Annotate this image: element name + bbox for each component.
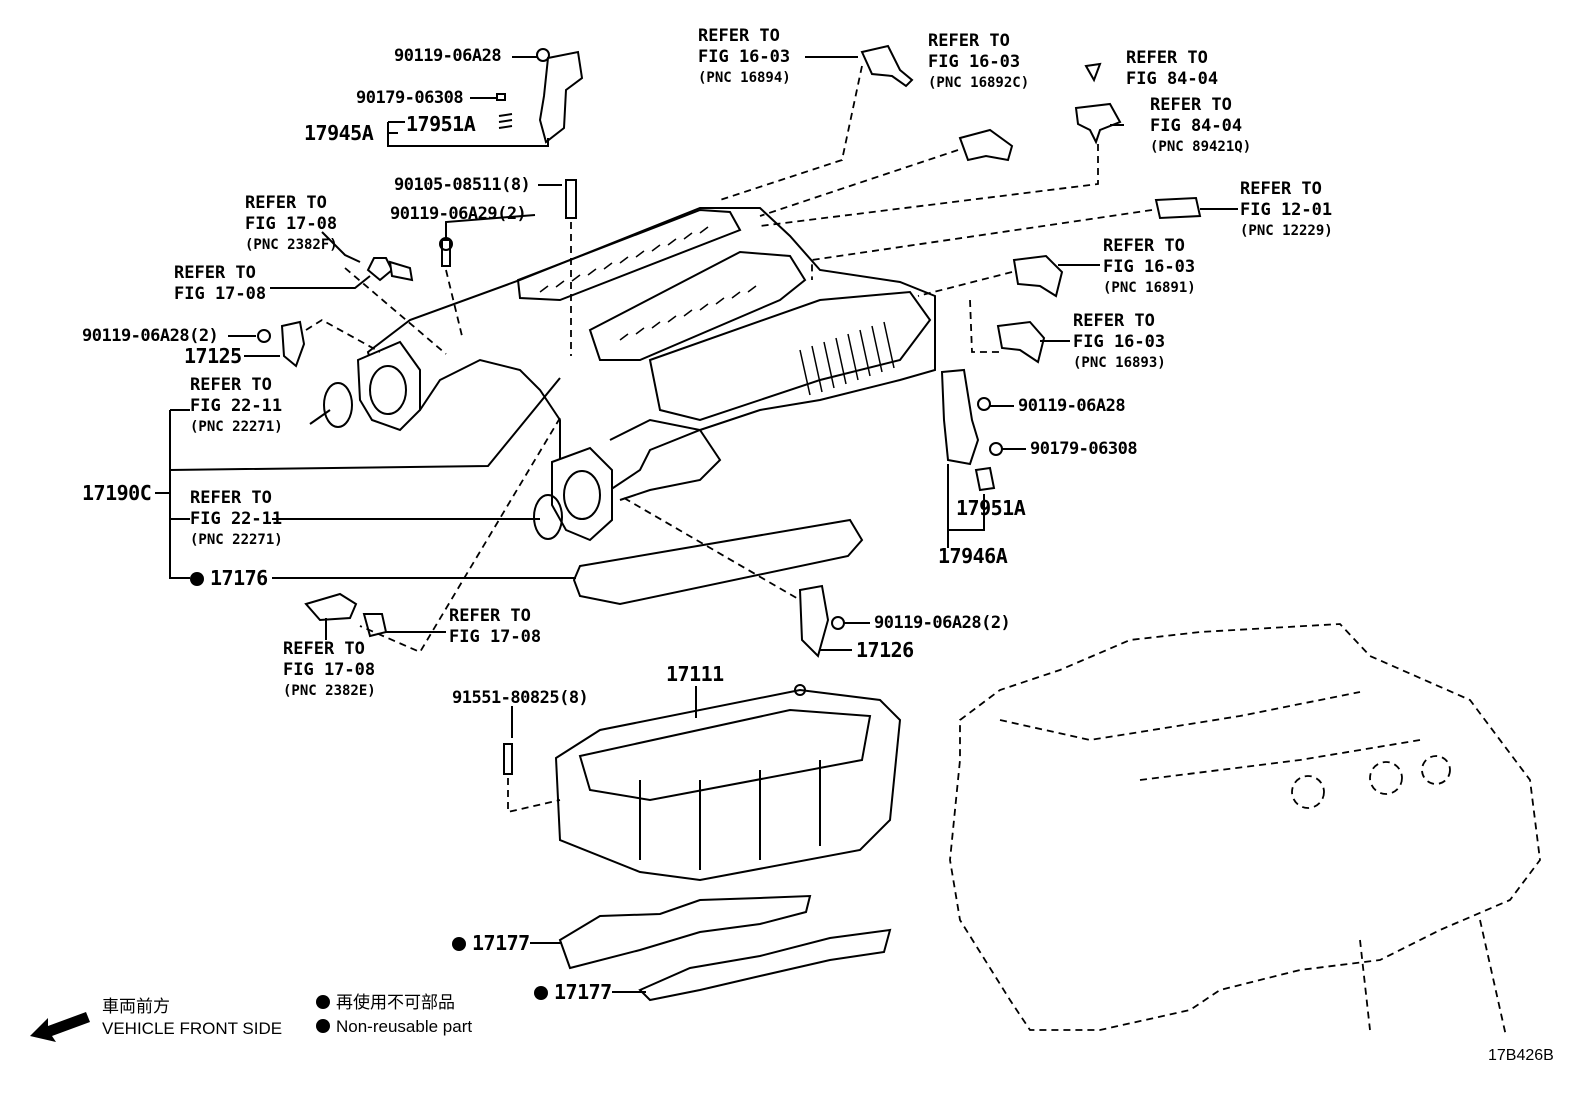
part-label: 17945A: [304, 121, 374, 145]
refer-line: REFER TO: [245, 193, 327, 213]
legend-dot-icon: [316, 995, 330, 1009]
refer-to-note: REFER TO FIG 16-03 (PNC 16894): [698, 26, 791, 89]
refer-line: REFER TO: [1150, 95, 1232, 115]
bracket-17126: [798, 584, 830, 658]
part-number: 17177: [472, 931, 530, 955]
refer-line: REFER TO: [283, 639, 365, 659]
part-label: 91551-80825(8): [452, 688, 589, 708]
refer-pnc: (PNC 16892C): [928, 75, 1030, 91]
engine-block-outline: [949, 623, 1541, 1031]
hose-and-clamp: [304, 592, 358, 622]
part-label: 90179-06308: [356, 88, 464, 108]
nonreusable-dot-icon: [534, 986, 548, 1000]
legend-nonreusable: Non-reusable part: [316, 1018, 472, 1035]
part-label: 90179-06308: [1030, 439, 1138, 459]
part-label: 90119-06A28(2): [82, 326, 219, 346]
refer-line: REFER TO: [449, 606, 531, 626]
part-number: 17177: [554, 980, 612, 1004]
refer-pnc: (PNC 16893): [1073, 355, 1166, 371]
nonreusable-dot-icon: [452, 937, 466, 951]
refer-to-note: REFER TO FIG 12-01 (PNC 12229): [1240, 179, 1333, 242]
refer-line: REFER TO: [1126, 48, 1208, 68]
intake-manifold-assembly-17190C: [323, 207, 936, 542]
front-side-label: VEHICLE FRONT SIDE: [102, 1019, 283, 1038]
sensor-parts: [860, 44, 1202, 364]
refer-line: REFER TO: [1240, 179, 1322, 199]
refer-to-note: REFER TO FIG 16-03 (PNC 16891): [1103, 236, 1196, 299]
refer-to-note: REFER TO FIG 22-11 (PNC 22271): [190, 488, 283, 551]
part-label: 90119-06A28: [1018, 396, 1126, 416]
legend-text: Non-reusable part: [336, 1017, 473, 1036]
gasket-17176: [572, 518, 864, 606]
refer-pnc: (PNC 2382E): [283, 683, 376, 699]
refer-to-note: REFER TO FIG 17-08: [174, 263, 266, 305]
legend-dot-icon: [316, 1019, 330, 1033]
refer-fig: FIG 16-03: [1103, 257, 1196, 277]
refer-to-note: REFER TO FIG 84-04: [1126, 48, 1218, 90]
intake-manifold-17111: [503, 684, 902, 882]
refer-to-note: REFER TO FIG 16-03 (PNC 16892C): [928, 31, 1029, 94]
front-arrow-icon: [30, 1012, 90, 1042]
refer-fig: FIG 22-11: [190, 509, 283, 529]
refer-fig: FIG 84-04: [1150, 116, 1243, 136]
part-label: 17951A: [956, 496, 1026, 520]
part-label-nonreusable: 17177: [534, 982, 612, 1002]
front-side-label-jp: 車両前方: [102, 997, 170, 1016]
refer-pnc: (PNC 12229): [1240, 223, 1333, 239]
refer-line: REFER TO: [174, 263, 256, 283]
gasket-17177-b: [638, 928, 892, 1002]
part-label: 17125: [184, 344, 242, 368]
refer-fig: FIG 12-01: [1240, 200, 1333, 220]
nonreusable-dot-icon: [190, 572, 204, 586]
bolts-and-clamps: [257, 179, 577, 368]
refer-line: REFER TO: [1103, 236, 1185, 256]
part-label: 90105-08511(8): [394, 175, 531, 195]
refer-fig: FIG 16-03: [1073, 332, 1166, 352]
refer-to-note: REFER TO FIG 16-03 (PNC 16893): [1073, 311, 1166, 374]
part-label-nonreusable: 17177: [452, 933, 530, 953]
part-label: 17946A: [938, 544, 1008, 568]
part-label-nonreusable: 17176: [190, 568, 268, 588]
diagram-id: 17B426B: [1488, 1047, 1554, 1064]
refer-fig: FIG 16-03: [698, 47, 791, 67]
refer-pnc: (PNC 16891): [1103, 280, 1196, 296]
refer-line: REFER TO: [190, 488, 272, 508]
gasket-17177-a: [558, 894, 812, 970]
refer-pnc: (PNC 22271): [190, 419, 283, 435]
refer-to-note: REFER TO FIG 22-11 (PNC 22271): [190, 375, 283, 438]
legend-text: 再使用不可部品: [336, 993, 455, 1012]
bracket-17945A: [496, 48, 584, 144]
refer-fig: FIG 22-11: [190, 396, 283, 416]
refer-fig: FIG 17-08: [449, 627, 542, 647]
refer-fig: FIG 17-08: [174, 284, 267, 304]
refer-fig: FIG 17-08: [283, 660, 376, 680]
refer-pnc: (PNC 2382F): [245, 237, 338, 253]
refer-to-note: REFER TO FIG 17-08 (PNC 2382E): [283, 639, 376, 702]
part-label: 90119-06A29(2): [390, 204, 527, 224]
bracket-17946A: [940, 368, 1003, 492]
part-label: 17190C: [82, 481, 152, 505]
part-label: 17951A: [406, 112, 476, 136]
refer-fig: FIG 84-04: [1126, 69, 1219, 89]
part-number: 17176: [210, 566, 268, 590]
part-label: 90119-06A28(2): [874, 613, 1011, 633]
refer-to-note: REFER TO FIG 84-04 (PNC 89421Q): [1150, 95, 1251, 158]
refer-fig: FIG 17-08: [245, 214, 338, 234]
legend-nonreusable-jp: 再使用不可部品: [316, 994, 455, 1011]
refer-line: REFER TO: [698, 26, 780, 46]
refer-line: REFER TO: [1073, 311, 1155, 331]
refer-pnc: (PNC 22271): [190, 532, 283, 548]
refer-pnc: (PNC 89421Q): [1150, 139, 1252, 155]
refer-fig: FIG 16-03: [928, 52, 1021, 72]
refer-to-note: REFER TO FIG 17-08 (PNC 2382F): [245, 193, 338, 256]
refer-line: REFER TO: [190, 375, 272, 395]
refer-to-note: REFER TO FIG 17-08: [449, 606, 541, 648]
refer-line: REFER TO: [928, 31, 1010, 51]
part-label: 17126: [856, 638, 914, 662]
refer-pnc: (PNC 16894): [698, 70, 791, 86]
part-label: 17111: [666, 662, 724, 686]
part-label: 90119-06A28: [394, 46, 502, 66]
